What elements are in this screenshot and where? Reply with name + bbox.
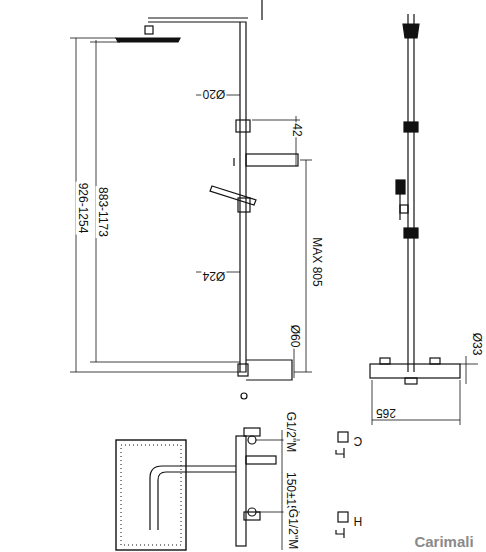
dimension-label: G1/2"M: [283, 411, 296, 453]
dimension-label: MAX 805: [309, 236, 322, 287]
dimension-label: 265: [375, 405, 397, 418]
dimension-label: Ø33: [469, 332, 482, 357]
dimension-label: Ø20: [202, 86, 227, 99]
dimension-label: 42: [289, 122, 302, 137]
dimension-label: 883-1173: [95, 186, 108, 238]
dimension-label: H: [353, 513, 364, 526]
dimension-label: G1/2"M: [285, 508, 298, 550]
dimension-label: 150±15: [283, 471, 296, 513]
dimension-label: Ø24: [202, 268, 227, 281]
brand-watermark: Carimali: [413, 534, 474, 551]
dimension-label: C: [353, 433, 364, 446]
dimension-label: Ø60: [287, 324, 300, 349]
dimension-label: 926-1254: [75, 182, 88, 235]
